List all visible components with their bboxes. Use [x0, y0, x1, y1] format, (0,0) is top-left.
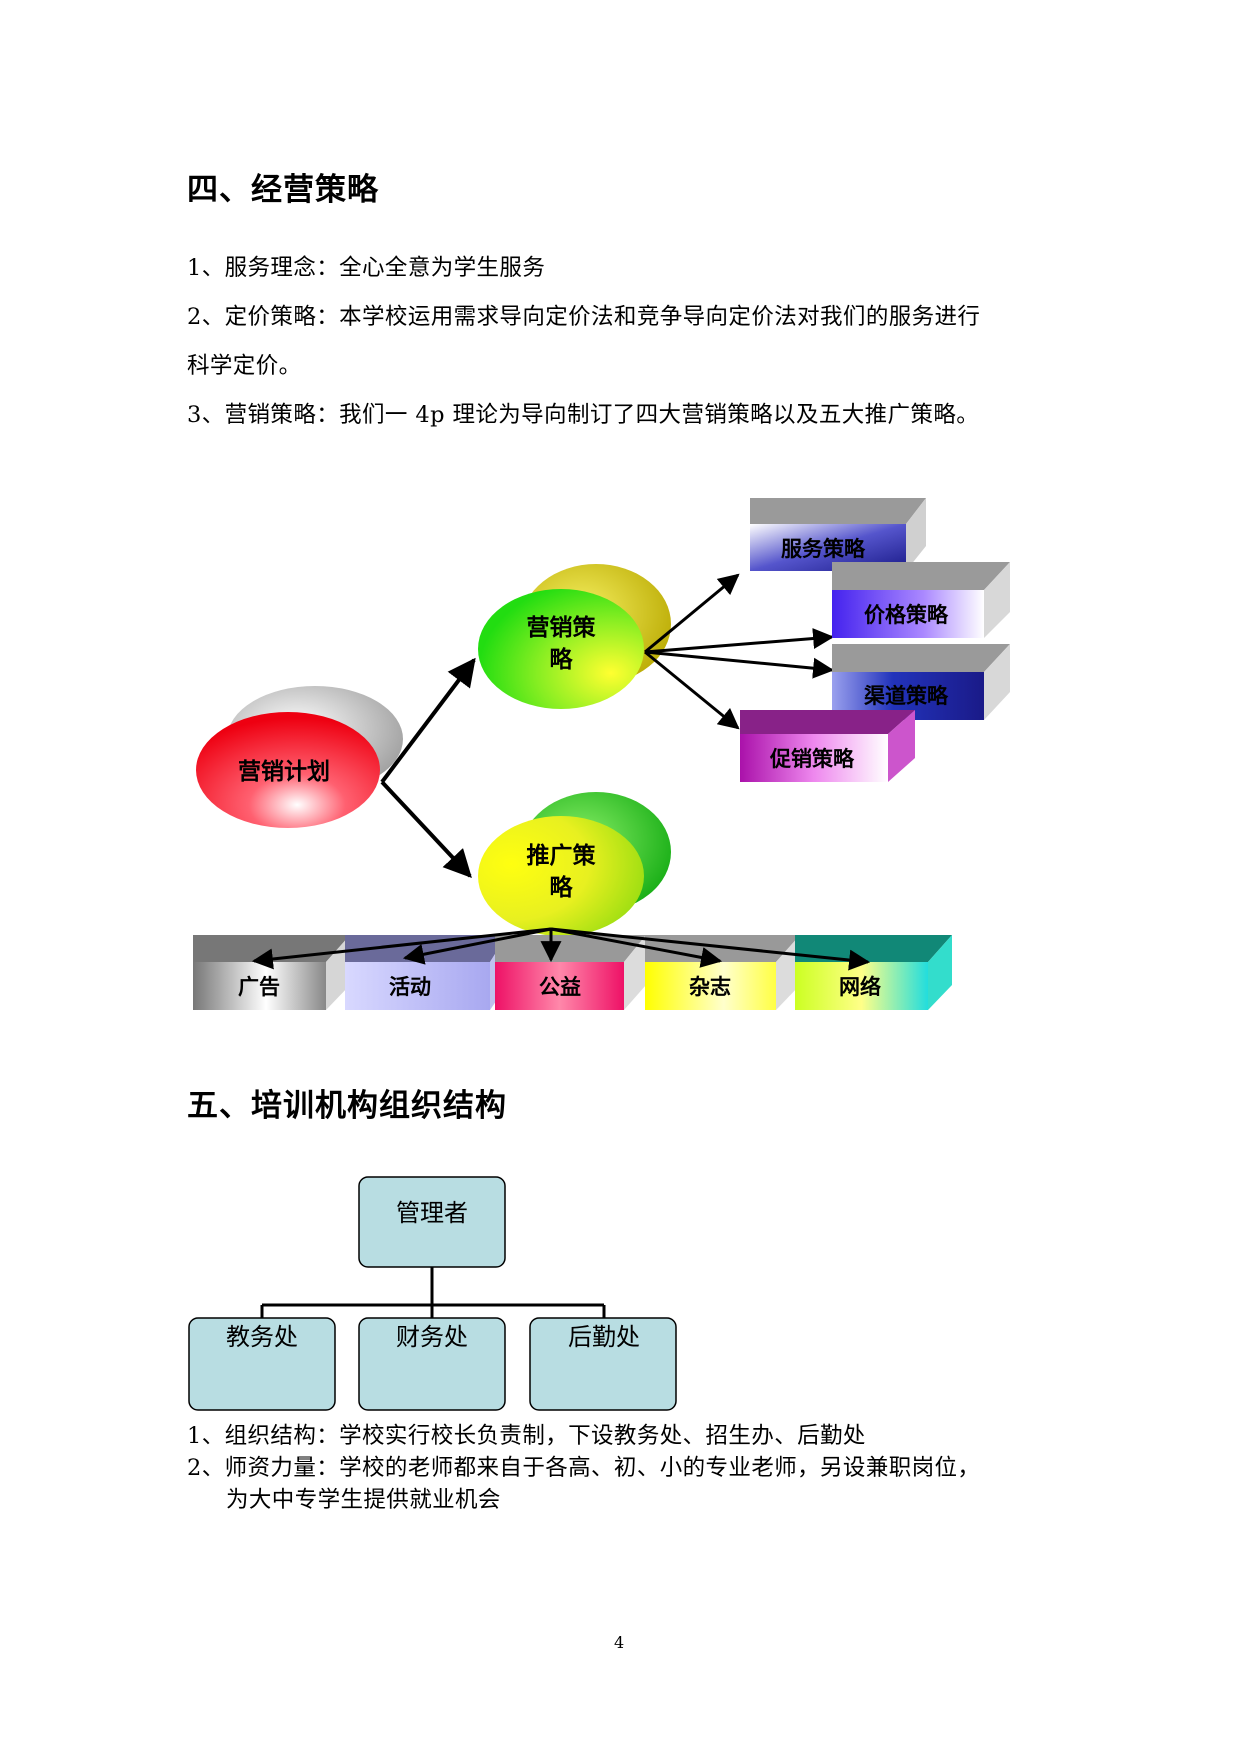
- arrow-to-magazine: [550, 927, 723, 968]
- arrow-to-advertising: [251, 927, 552, 970]
- strategy-channel-label: 渠道策略: [864, 684, 949, 708]
- channel-network-label: 网络: [839, 975, 881, 999]
- promotion-node-label-line2: 略: [550, 874, 574, 901]
- section-4-title: 四、经营策略: [187, 172, 379, 208]
- promotion-node-label-line1: 推广策: [527, 842, 597, 869]
- org-box-academic-affairs: 教务处: [188, 1317, 336, 1411]
- faculty-line: 2、师资力量：学校的老师都来自于各高、初、小的专业老师，另设兼职岗位，: [187, 1455, 981, 1481]
- marketing-strategy-line: 3、营销策略：我们一 4p 理论为导向制订了四大营销策略以及五大推广策略。: [187, 402, 980, 428]
- org-box-manager: 管理者: [358, 1176, 506, 1268]
- marketing-strategy-node: 营销策 略: [478, 564, 671, 709]
- pricing-strategy-line: 2、定价策略：本学校运用需求导向定价法和竞争导向定价法对我们的服务进行: [187, 304, 981, 330]
- strategy-box-channel: 渠道策略: [832, 644, 1010, 720]
- org-box-finance: 财务处: [358, 1317, 506, 1411]
- org-logistics-label: 后勤处: [568, 1323, 640, 1351]
- service-philosophy-line: 1、服务理念：全心全意为学生服务: [187, 255, 546, 281]
- arrow-root-to-marketing: [380, 657, 476, 784]
- org-chart-connectors: [260, 1267, 606, 1318]
- arrow-to-promo-strategy: [644, 650, 740, 730]
- strategy-box-price: 价格策略: [832, 562, 1010, 638]
- promotion-strategy-node: 推广策 略: [478, 792, 671, 936]
- channel-box-charity: 公益: [495, 935, 646, 1010]
- org-manager-label: 管理者: [396, 1199, 468, 1227]
- org-box-logistics: 后勤处: [529, 1317, 677, 1411]
- channel-charity-label: 公益: [539, 975, 581, 999]
- org-academic-affairs-label: 教务处: [226, 1323, 298, 1351]
- section-5-title: 五、培训机构组织结构: [187, 1088, 507, 1124]
- marketing-node-label-line2: 略: [550, 646, 574, 673]
- pricing-strategy-continuation: 科学定价。: [187, 353, 302, 379]
- strategy-promo-label: 促销策略: [769, 747, 855, 771]
- root-node-label: 营销计划: [238, 759, 330, 785]
- root-node-marketing-plan: 营销计划: [196, 686, 403, 828]
- org-finance-label: 财务处: [396, 1323, 468, 1351]
- arrow-to-price-strategy: [644, 628, 835, 654]
- channel-activity-label: 活动: [389, 975, 431, 999]
- channel-magazine-label: 杂志: [689, 975, 731, 999]
- arrow-to-channel-strategy: [644, 650, 835, 679]
- strategy-box-service: 服务策略: [750, 498, 926, 571]
- marketing-node-label-line1: 营销策: [527, 614, 597, 641]
- strategy-service-label: 服务策略: [781, 537, 866, 561]
- arrow-to-network: [550, 927, 871, 971]
- org-structure-line: 1、组织结构：学校实行校长负责制，下设教务处、招生办、后勤处: [187, 1423, 866, 1449]
- arrow-to-service-strategy: [644, 573, 740, 654]
- channel-advertising-label: 广告: [238, 975, 280, 999]
- channel-box-advertising: 广告: [193, 935, 350, 1010]
- strategy-box-promo: 促销策略: [740, 710, 915, 782]
- faculty-line-continuation: 为大中专学生提供就业机会: [226, 1487, 501, 1513]
- arrow-root-to-promotion: [380, 780, 472, 879]
- strategy-price-label: 价格策略: [864, 603, 949, 627]
- page-number: 4: [614, 1633, 625, 1652]
- channel-box-activity: 活动: [345, 935, 507, 1010]
- arrow-to-activity: [402, 927, 552, 965]
- channel-box-network: 网络: [795, 935, 952, 1010]
